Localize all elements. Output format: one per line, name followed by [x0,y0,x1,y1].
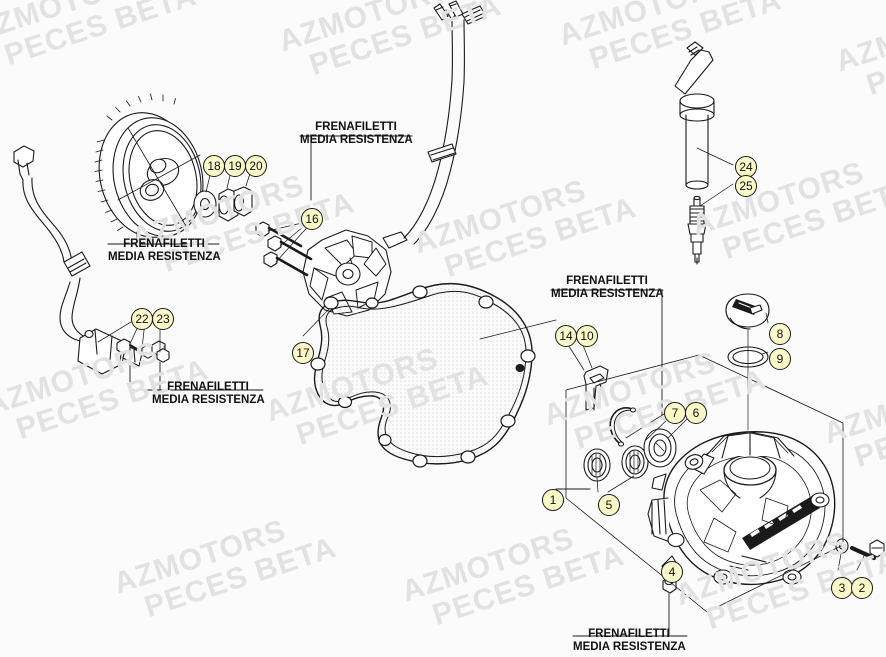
callout-label: 19 [228,159,242,173]
engine-cover-illustration [647,431,836,586]
callout-label: 5 [605,498,613,512]
callout-label: 16 [305,212,319,226]
note-stator: FRENAFILETTI MEDIA RESISTENZA [300,121,413,146]
callout-25[interactable]: 25 [735,175,757,197]
callout-label: 3 [838,581,846,595]
note-pickup: FRENAFILETTI MEDIA RESISTENZA [152,381,265,406]
callout-6[interactable]: 6 [685,402,707,424]
spark-plug-illustration [674,41,715,265]
callout-1[interactable]: 1 [542,489,564,511]
callout-17[interactable]: 17 [292,342,314,364]
flywheel-washer-illustration [193,190,217,218]
callout-16[interactable]: 16 [301,208,323,230]
callout-23[interactable]: 23 [152,308,174,330]
cover-bolt-illustration [835,538,885,560]
pickup-screws-illustration [116,338,170,363]
callout-label: 24 [739,160,753,174]
callout-9[interactable]: 9 [769,348,791,370]
oil-cap-illustration [725,293,770,330]
callout-label: 10 [580,329,594,343]
callout-label: 17 [296,346,310,360]
callout-7[interactable]: 7 [664,402,686,424]
callout-19[interactable]: 19 [224,155,246,177]
callout-3[interactable]: 3 [831,577,853,599]
flywheel-nut-illustration [218,186,253,222]
note-cover-bottom: FRENAFILETTI MEDIA RESISTENZA [573,628,686,653]
callout-8[interactable]: 8 [769,323,791,345]
callout-label: 8 [776,327,784,341]
bearing-5b-illustration [621,445,649,479]
pickup-coil-illustration [13,145,143,375]
callout-label: 4 [668,565,676,579]
seal-6-illustration [643,428,677,468]
callout-5[interactable]: 5 [598,494,620,516]
stator-screws-illustration [255,221,313,277]
callout-4[interactable]: 4 [661,561,683,583]
stator-harness-illustration [403,0,487,245]
callout-label: 6 [692,406,700,420]
oil-guide-illustration [583,365,609,411]
note-cover-top: FRENAFILETTI MEDIA RESISTENZA [551,275,664,300]
flywheel-illustration [94,93,204,238]
callout-label: 18 [207,159,221,173]
callout-label: 2 [858,581,866,595]
note-flywheel: FRENAFILETTI MEDIA RESISTENZA [108,238,221,263]
callout-18[interactable]: 18 [203,155,225,177]
callout-22[interactable]: 22 [131,308,153,330]
callout-label: 23 [156,312,170,326]
callout-14[interactable]: 14 [555,325,577,347]
bearing-5a-illustration [583,448,611,482]
callout-label: 20 [249,159,263,173]
callout-label: 1 [549,493,557,507]
circlip-7-illustration [609,407,637,447]
callout-label: 25 [739,179,753,193]
callout-label: 14 [559,329,573,343]
callout-label: 22 [135,312,149,326]
callout-10[interactable]: 10 [576,325,598,347]
callout-label: 7 [671,406,679,420]
callout-2[interactable]: 2 [851,577,873,599]
callout-20[interactable]: 20 [245,155,267,177]
gasket-illustration [310,282,536,468]
callout-label: 9 [776,352,784,366]
